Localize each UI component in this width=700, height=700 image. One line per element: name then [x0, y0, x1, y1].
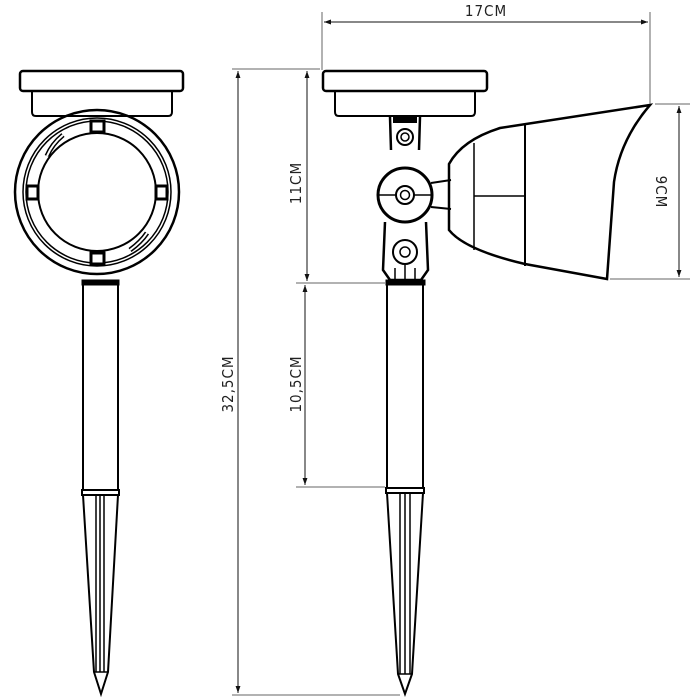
- spike-side: [386, 492, 424, 698]
- lamp-head-side: [447, 103, 654, 281]
- clip-right: [154, 184, 169, 201]
- slot-top-left-inner: [46, 134, 64, 157]
- tube-ring: [81, 489, 120, 496]
- solar-panel-front: [18, 69, 185, 93]
- panel-base-side: [334, 91, 476, 117]
- dimension-lines: [232, 12, 690, 696]
- clip-left: [25, 184, 40, 201]
- lamp-lens: [37, 132, 157, 252]
- slot-bottom-right-inner: [129, 232, 148, 251]
- tube-ring-side: [385, 487, 425, 494]
- clip-top: [89, 119, 106, 134]
- solar-panel-side: [321, 69, 489, 93]
- panel-base-front: [31, 91, 173, 117]
- collar-front: [81, 279, 120, 286]
- clip-bottom: [89, 251, 106, 266]
- lamp-ring-outer: [13, 108, 181, 276]
- collar-side: [385, 279, 426, 286]
- bracket-upper: [388, 116, 422, 151]
- label-lamp-height: 9CM: [652, 176, 670, 209]
- lamp-ring-mid: [22, 117, 172, 267]
- front-view: [13, 69, 185, 698]
- label-total-height: 32,5CM: [219, 355, 237, 412]
- label-head-height: 11CM: [287, 162, 305, 204]
- lamp-ring-inner2: [25, 120, 169, 264]
- side-view: [321, 69, 654, 698]
- upper-bolt: [396, 128, 414, 146]
- lower-bolt: [392, 239, 418, 265]
- label-stake-height: 10,5CM: [287, 355, 305, 412]
- label-width: 17CM: [465, 2, 507, 20]
- spike-front: [82, 494, 119, 698]
- dimension-labels: 17CM 32,5CM 11CM 10,5CM 9CM: [219, 2, 670, 413]
